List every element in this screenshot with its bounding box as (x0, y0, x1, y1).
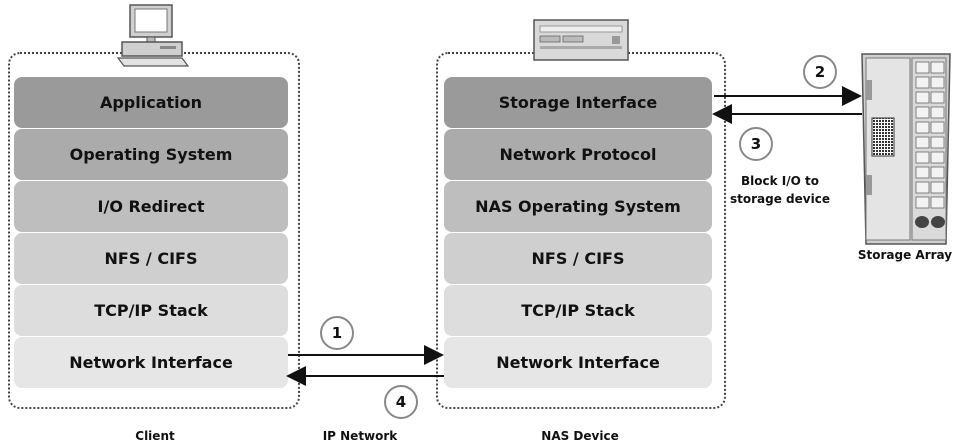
nas-layer-network-interface: Network Interface (444, 337, 712, 388)
client-layer-application: Application (14, 77, 288, 128)
step-3-badge: 3 (739, 127, 773, 161)
step-1-badge: 1 (320, 316, 354, 350)
block-io-note-line1: Block I/O to (741, 174, 819, 188)
block-io-note: Block I/O to storage device (724, 172, 836, 208)
nas-layer-tcpip-stack: TCP/IP Stack (444, 285, 712, 336)
nas-layer-nas-operating-system: NAS Operating System (444, 181, 712, 232)
block-io-note-line2: storage device (730, 192, 830, 206)
nas-layer-network-protocol: Network Protocol (444, 129, 712, 180)
client-layer-io-redirect: I/O Redirect (14, 181, 288, 232)
client-label: Client (135, 429, 175, 443)
nas-layer-storage-interface: Storage Interface (444, 77, 712, 128)
step-4-badge: 4 (384, 385, 418, 419)
nas-layer-nfs-cifs: NFS / CIFS (444, 233, 712, 284)
client-layer-tcpip-stack: TCP/IP Stack (14, 285, 288, 336)
ip-network-label: IP Network (322, 429, 398, 443)
client-layer-operating-system: Operating System (14, 129, 288, 180)
client-layer-nfs-cifs: NFS / CIFS (14, 233, 288, 284)
client-layer-network-interface: Network Interface (14, 337, 288, 388)
storage-array-label: Storage Array (857, 248, 953, 262)
nas-device-label: NAS Device (541, 429, 619, 443)
step-2-badge: 2 (803, 55, 837, 89)
